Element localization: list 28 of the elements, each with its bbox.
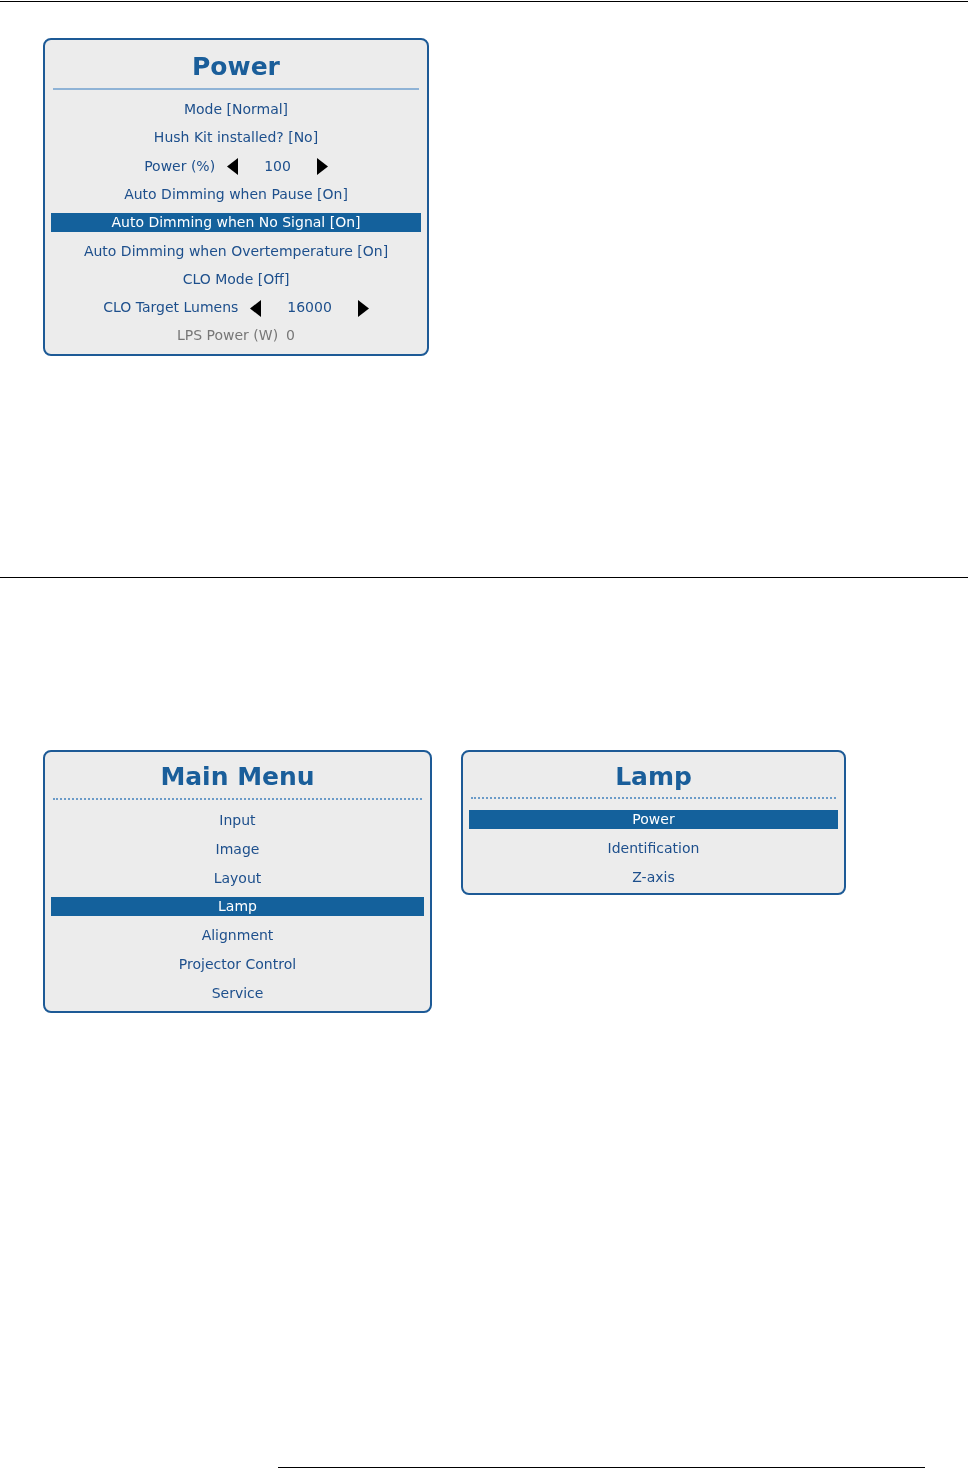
menu-item: Service (211, 984, 264, 1001)
menu-title: Lamp (614, 762, 693, 791)
menu-item: CLO Target Lumens (103, 299, 239, 316)
menu-item: LPS Power (W) (176, 327, 279, 344)
menu-item-selected: Auto Dimming when No Signal [On] (51, 213, 421, 233)
menu-item: Power (%) (144, 157, 216, 174)
setting-value: 100 (264, 157, 291, 174)
menu-item: Identification (607, 839, 700, 856)
menu-item: Input (219, 812, 256, 828)
setting-value: 0 (286, 327, 295, 344)
menu-item: CLO Mode [Off] (182, 270, 290, 287)
menu-item: Image (215, 840, 260, 857)
menu-panel (43, 38, 429, 356)
menu-item: Mode [Normal] (183, 101, 289, 117)
menu-item: Hush Kit installed? [No] (153, 129, 319, 146)
menu-item: Layout (213, 869, 262, 886)
menu-item: Z-axis (632, 868, 675, 885)
menu-item: Auto Dimming when Overtemperature [On] (83, 242, 389, 259)
menu-item-selected: Power (469, 810, 838, 829)
menu-item: Projector Control (178, 956, 297, 972)
menu-title: Power (191, 52, 281, 81)
menu-item: Auto Dimming when Pause [On] (124, 185, 348, 202)
menu-item: Alignment (201, 927, 274, 944)
setting-value: 16000 (287, 299, 332, 316)
menu-title: Main Menu (159, 762, 316, 791)
menu-panel (43, 750, 432, 1013)
menu-panel (461, 750, 846, 895)
menu-item-selected: Lamp (51, 897, 424, 917)
